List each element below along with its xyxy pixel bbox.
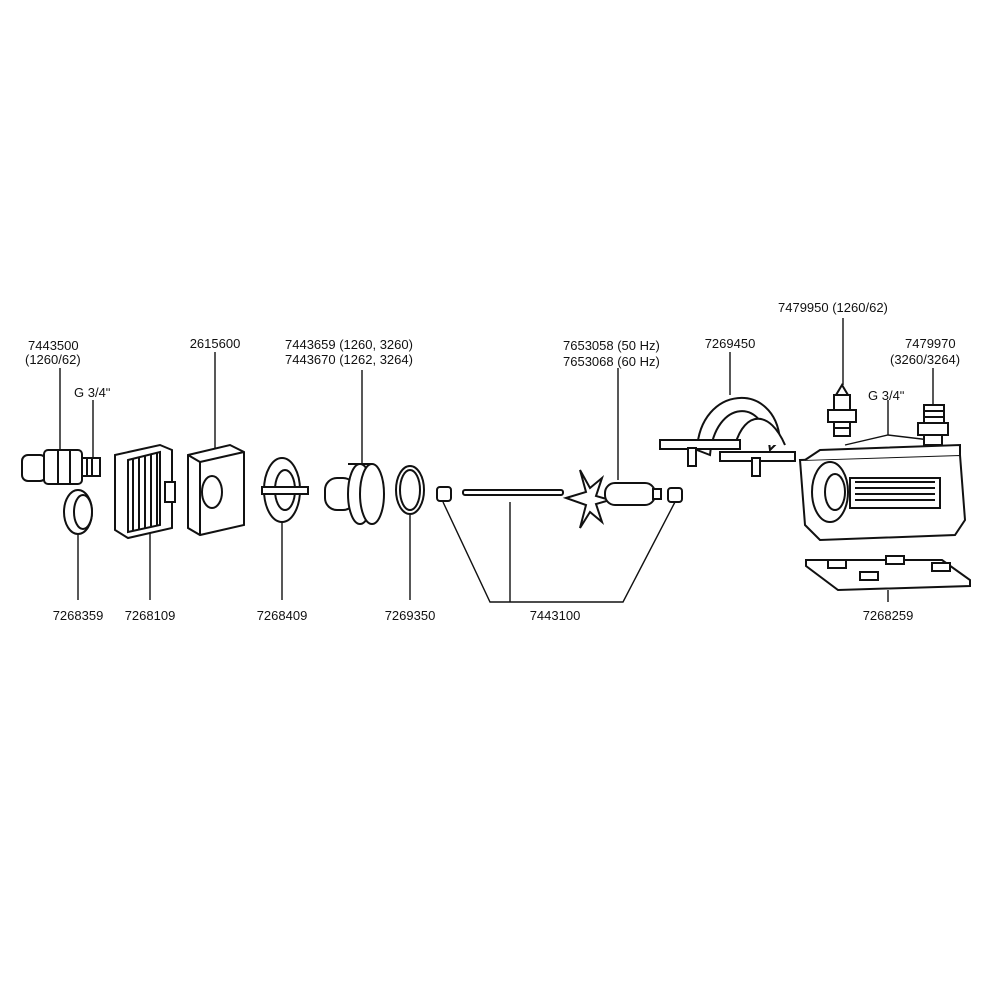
rotor-disk-7268409 [261, 457, 309, 523]
impeller-7653058 [562, 469, 662, 529]
suction-base-7268259 [805, 555, 971, 592]
shaft-set-7443100 [436, 486, 683, 503]
connector-7479950 [827, 383, 857, 437]
label-7443100: 7443100 [529, 608, 581, 623]
label-7653058: 7653058 (50 Hz) [563, 338, 660, 353]
label-7268109: 7268109 [124, 608, 176, 623]
label-7268409: 7268409 [256, 608, 308, 623]
filter-sponge-2615600 [187, 443, 245, 537]
label-thread-left: G 3/4ʺ [74, 385, 111, 400]
label-7479970: 7479970 [905, 336, 956, 351]
label-7443659: 7443659 (1260, 3260) [285, 337, 413, 352]
label-7653068: 7653068 (60 Hz) [563, 354, 660, 369]
connector-7479970 [917, 404, 949, 446]
bracket-7269450 [659, 396, 796, 477]
label-7443500: 7443500 [28, 338, 79, 353]
label-7443670: 7443670 (1262, 3264) [285, 352, 413, 367]
label-7443500-note: (1260/62) [25, 352, 81, 367]
hose-connector-7443500 [21, 449, 101, 485]
cap-7268359 [63, 489, 93, 535]
label-2615600: 2615600 [189, 336, 241, 351]
label-7479970-note: (3260/3264) [890, 352, 961, 367]
o-ring-7269350 [395, 465, 425, 515]
label-7269350: 7269350 [384, 608, 436, 623]
label-thread-right: G 3/4ʺ [868, 388, 905, 403]
label-7269450: 7269450 [704, 336, 756, 351]
filter-cage-7268109 [114, 443, 176, 540]
rotor-housing-7443659 [324, 463, 385, 525]
label-7479950: 7479950 (1260/62) [778, 300, 888, 315]
label-7268359: 7268359 [52, 608, 104, 623]
pump-motor-housing [798, 443, 967, 542]
label-7268259: 7268259 [862, 608, 914, 623]
